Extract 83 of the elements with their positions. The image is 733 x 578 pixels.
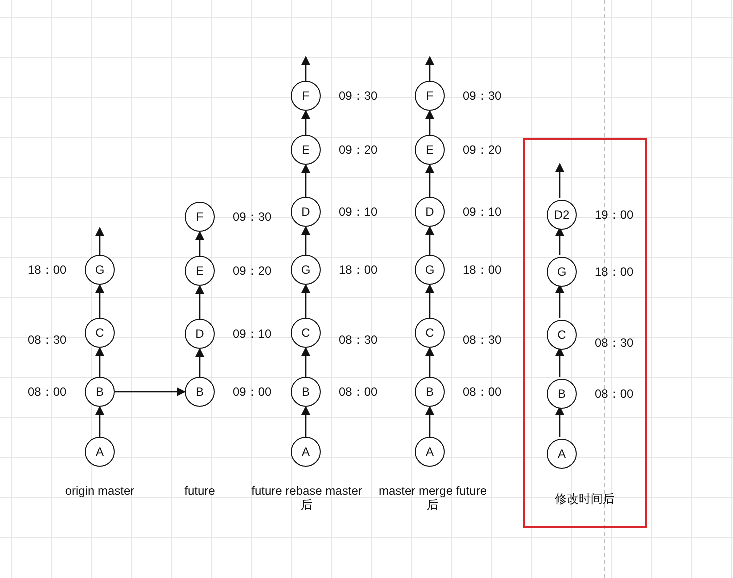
commit-time: 09：20 (233, 264, 272, 278)
arrow (425, 347, 435, 377)
commit-circle: D (185, 319, 215, 349)
commit-time: 08：30 (463, 333, 502, 347)
commit-time: 09：30 (233, 210, 272, 224)
commit-time: 09：10 (233, 327, 272, 341)
commit-time: 09：30 (339, 89, 378, 103)
commit-circle: C (85, 318, 115, 348)
commit-time: 18：00 (339, 263, 378, 277)
commit-circle: C (547, 320, 577, 350)
arrow (555, 347, 565, 377)
commit-time: 09：10 (463, 205, 502, 219)
commit-time: 08：00 (463, 385, 502, 399)
arrow (95, 227, 105, 255)
commit-time: 19：00 (595, 208, 634, 222)
commit-circle: D2 (547, 200, 577, 230)
column-caption: master merge future 后 (378, 484, 488, 512)
commit-circle: B (85, 377, 115, 407)
commit-time: 08：30 (28, 333, 67, 347)
arrow (95, 347, 105, 377)
commit-circle: G (415, 255, 445, 285)
commit-circle: G (291, 255, 321, 285)
commit-circle: A (291, 437, 321, 467)
arrow (301, 406, 311, 437)
commit-circle: E (185, 256, 215, 286)
arrow (555, 163, 565, 198)
commit-circle: E (415, 135, 445, 165)
commit-time: 18：00 (463, 263, 502, 277)
commit-circle: D (291, 197, 321, 227)
commit-time: 09：00 (233, 385, 272, 399)
commit-circle: F (291, 81, 321, 111)
arrow (115, 387, 186, 397)
arrow (195, 231, 205, 256)
arrow (555, 284, 565, 318)
arrow (425, 284, 435, 318)
commit-time: 18：00 (28, 263, 67, 277)
column-caption: origin master (64, 484, 136, 498)
arrow (195, 348, 205, 377)
arrow (425, 110, 435, 135)
commit-circle: B (415, 377, 445, 407)
commit-circle: A (547, 439, 577, 469)
commit-circle: B (185, 377, 215, 407)
commit-circle: G (85, 255, 115, 285)
commit-time: 09：20 (339, 143, 378, 157)
arrow (195, 285, 205, 319)
arrow (301, 226, 311, 255)
commit-circle: B (291, 377, 321, 407)
arrow (301, 110, 311, 135)
commit-circle: G (547, 257, 577, 287)
commit-time: 08：00 (28, 385, 67, 399)
commit-time: 08：30 (339, 333, 378, 347)
arrow (301, 56, 311, 81)
highlight-frame (523, 138, 647, 528)
arrow (555, 406, 565, 437)
commit-time: 09：20 (463, 143, 502, 157)
column-caption: future (184, 484, 216, 498)
column-caption: 修改时间后 (554, 492, 616, 506)
arrow (95, 284, 105, 318)
commit-time: 08：00 (595, 387, 634, 401)
column-caption: future rebase master 后 (250, 484, 364, 512)
commit-circle: C (291, 318, 321, 348)
commit-circle: E (291, 135, 321, 165)
commit-time: 08：30 (595, 336, 634, 350)
arrow (301, 164, 311, 197)
commit-circle: F (415, 81, 445, 111)
arrow (425, 226, 435, 255)
commit-time: 09：30 (463, 89, 502, 103)
arrow (425, 164, 435, 197)
arrow (425, 406, 435, 437)
commit-circle: F (185, 202, 215, 232)
arrow (555, 227, 565, 255)
commit-circle: D (415, 197, 445, 227)
commit-circle: C (415, 318, 445, 348)
arrow (95, 406, 105, 437)
commit-circle: A (415, 437, 445, 467)
arrow (301, 347, 311, 377)
commit-circle: B (547, 379, 577, 409)
commit-time: 18：00 (595, 265, 634, 279)
commit-time: 08：00 (339, 385, 378, 399)
arrow (301, 284, 311, 318)
arrow (425, 56, 435, 81)
commit-time: 09：10 (339, 205, 378, 219)
commit-circle: A (85, 437, 115, 467)
